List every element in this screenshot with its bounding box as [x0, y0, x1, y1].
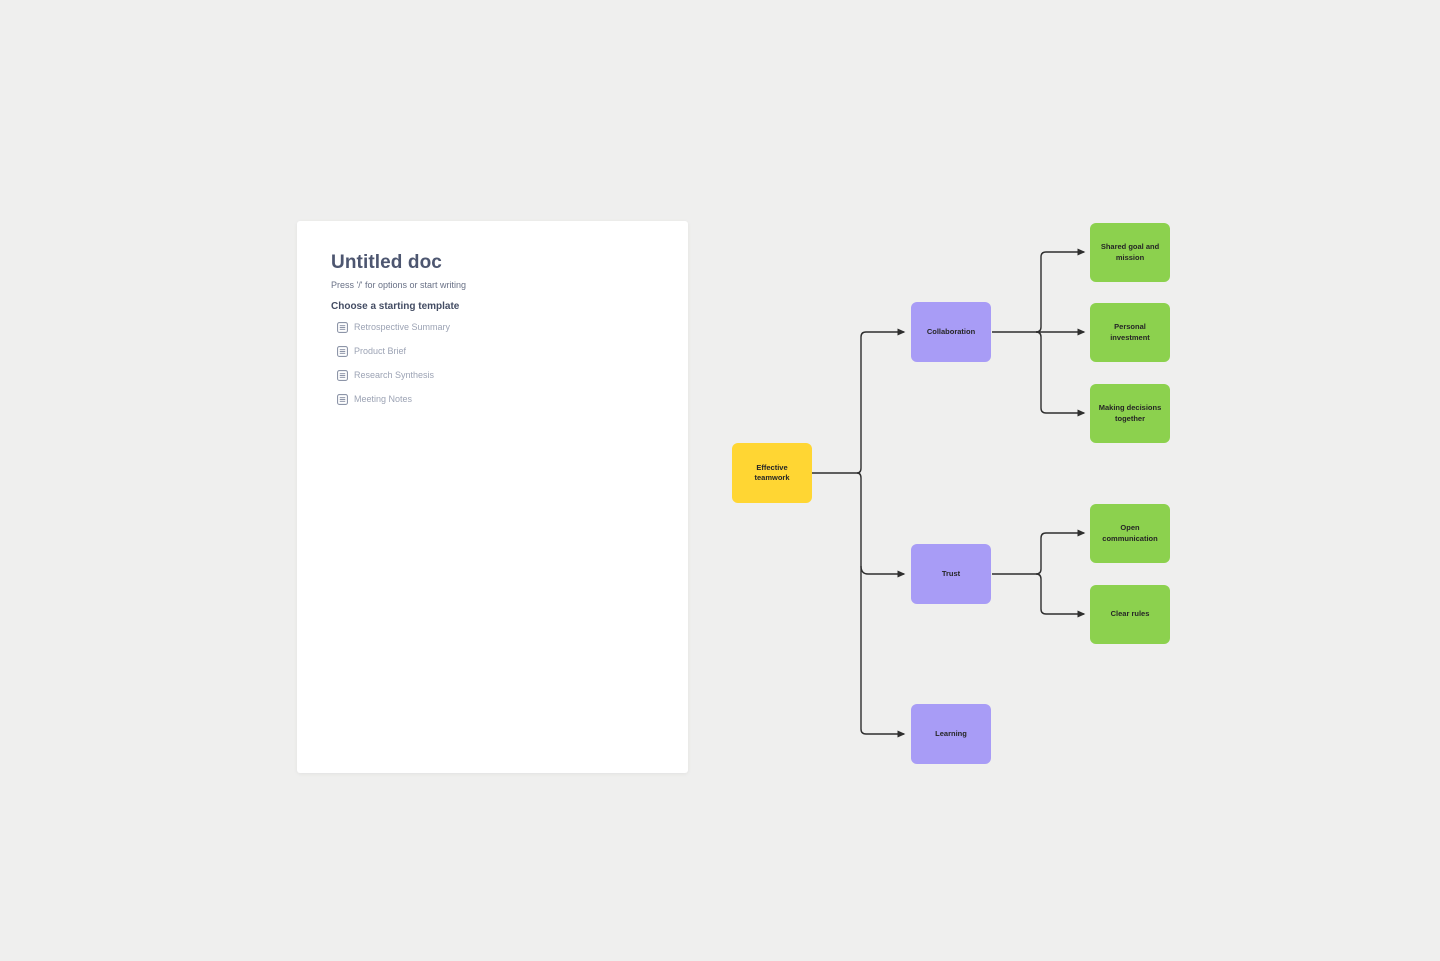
- node-label: Clear rules: [1110, 609, 1150, 619]
- node-label: Learning: [935, 728, 967, 738]
- template-item-research-synthesis[interactable]: Research Synthesis: [297, 363, 688, 387]
- connector-trust-to-open-communication: [1035, 529, 1086, 575]
- template-list: Retrospective Summary Product Brief Rese…: [297, 315, 688, 411]
- mindmap-node-personal-investment[interactable]: Personal investment: [1090, 303, 1170, 362]
- template-item-meeting-notes[interactable]: Meeting Notes: [297, 387, 688, 411]
- node-label: Making decisions together: [1098, 403, 1162, 423]
- mindmap-node-trust[interactable]: Trust: [911, 544, 991, 604]
- mindmap-node-learning[interactable]: Learning: [911, 704, 991, 764]
- mindmap-node-shared-goal-and-mission[interactable]: Shared goal and mission: [1090, 223, 1170, 282]
- templates-heading: Choose a starting template: [331, 301, 460, 312]
- document-icon: [337, 321, 348, 333]
- connector-collaboration-to-making-decisions: [1035, 331, 1086, 417]
- doc-editor-placeholder[interactable]: Press '/' for options or start writing: [331, 280, 466, 290]
- node-label: Open communication: [1102, 523, 1158, 543]
- document-icon: [337, 369, 348, 381]
- template-item-label: Product Brief: [354, 346, 407, 356]
- template-item-label: Research Synthesis: [354, 370, 435, 380]
- mindmap-node-making-decisions-together[interactable]: Making decisions together: [1090, 384, 1170, 443]
- mindmap-node-collaboration[interactable]: Collaboration: [911, 302, 991, 362]
- mindmap-node-effective-teamwork[interactable]: Effective teamwork: [732, 443, 812, 503]
- template-item-product-brief[interactable]: Product Brief: [297, 339, 688, 363]
- template-item-retrospective-summary[interactable]: Retrospective Summary: [297, 315, 688, 339]
- connector-trust-to-clear-rules: [1035, 573, 1086, 618]
- template-item-label: Retrospective Summary: [354, 322, 451, 332]
- mindmap-node-clear-rules[interactable]: Clear rules: [1090, 585, 1170, 644]
- document-panel: Untitled doc Press '/' for options or st…: [297, 221, 688, 773]
- doc-title[interactable]: Untitled doc: [331, 252, 442, 273]
- connector-root-to-trust: [860, 565, 906, 578]
- connector-root-to-collaboration: [856, 328, 906, 474]
- node-label: Effective teamwork: [754, 462, 790, 483]
- connector-collaboration-to-shared-goal: [1035, 248, 1086, 333]
- node-label: Personal investment: [1110, 322, 1150, 342]
- connector-root-to-learning: [856, 472, 906, 738]
- template-item-label: Meeting Notes: [354, 394, 413, 404]
- mindmap-node-open-communication[interactable]: Open communication: [1090, 504, 1170, 563]
- document-icon: [337, 393, 348, 405]
- node-label: Shared goal and mission: [1100, 242, 1160, 262]
- document-icon: [337, 345, 348, 357]
- node-label: Trust: [941, 568, 961, 578]
- node-label: Collaboration: [926, 326, 976, 336]
